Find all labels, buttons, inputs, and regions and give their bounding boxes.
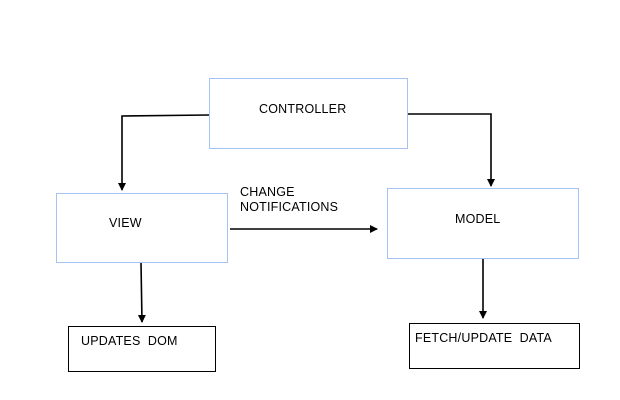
edge-controller-to-model [407, 113, 495, 187]
model-node [387, 188, 579, 259]
fetch-update-data-label: FETCH/UPDATE DATA [415, 331, 552, 345]
edge-view-to-updates-dom [137, 262, 146, 323]
controller-label: CONTROLLER [259, 102, 347, 116]
view-node [56, 193, 228, 263]
change-notifications-label: CHANGE NOTIFICATIONS [240, 185, 339, 214]
updates-dom-node [68, 326, 216, 372]
model-label: MODEL [455, 212, 501, 226]
edge-controller-to-view [118, 114, 210, 191]
updates-dom-label: UPDATES DOM [81, 334, 178, 348]
view-label: VIEW [109, 216, 142, 230]
fetch-update-data-node [409, 323, 580, 369]
controller-node [209, 78, 408, 149]
